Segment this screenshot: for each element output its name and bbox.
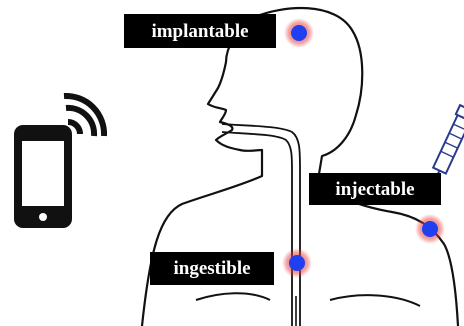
head-outline [252,8,458,326]
injectable-label: injectable [309,173,441,205]
injectable-marker [415,214,445,244]
implantable-marker [284,18,314,48]
implantable-label: implantable [124,14,276,48]
ingestible-label: ingestible [150,252,274,285]
esophagus-tube-inner [222,132,292,326]
smartphone-icon [14,125,72,228]
chest-line-right [330,295,420,306]
chest-line-left [196,293,270,300]
ingestible-marker [282,248,312,278]
